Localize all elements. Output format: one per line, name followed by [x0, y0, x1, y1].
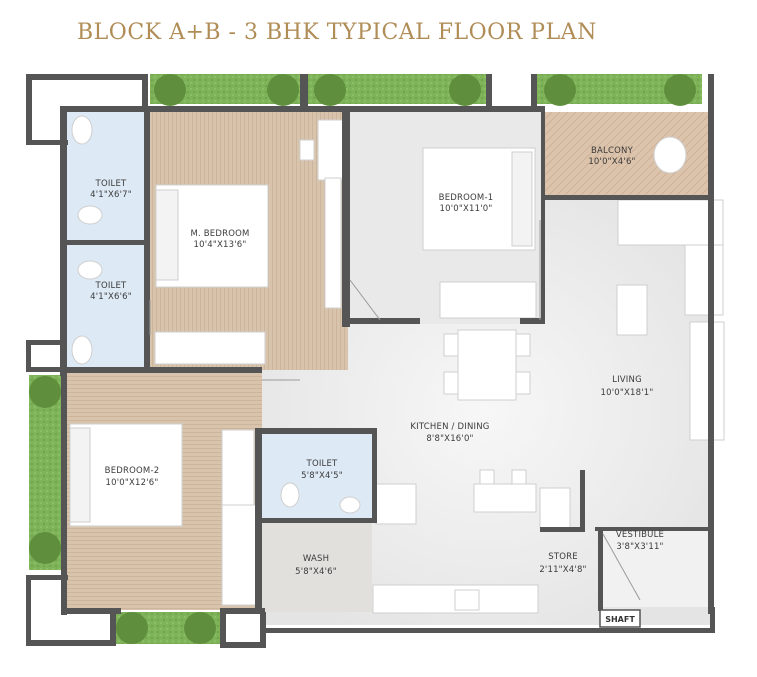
svg-text:3'8"X3'11": 3'8"X3'11": [616, 542, 663, 552]
svg-text:WASH: WASH: [303, 554, 329, 564]
svg-text:8'8"X16'0": 8'8"X16'0": [426, 434, 473, 444]
svg-text:2'11"X4'8": 2'11"X4'8": [539, 565, 586, 575]
vestibule-floor: [603, 527, 710, 607]
room-label-vestibule: VESTIBULE 3'8"X3'11": [616, 530, 664, 552]
walls: [26, 74, 715, 648]
shaft-box: [599, 609, 641, 628]
svg-text:4'1"X6'6": 4'1"X6'6": [90, 292, 132, 302]
room-label-shaft: SHAFT: [605, 615, 635, 624]
svg-text:VESTIBULE: VESTIBULE: [616, 530, 664, 540]
room-label-master-bedroom: M. BEDROOM 10'4"X13'6": [190, 229, 249, 250]
room-label-toilet-1: TOILET 4'1"X6'7": [90, 179, 132, 200]
room-label-toilet-3: TOILET 5'8"X4'5": [301, 459, 343, 481]
svg-text:5'8"X4'6": 5'8"X4'6": [295, 567, 337, 577]
svg-text:10'4"X13'6": 10'4"X13'6": [194, 240, 247, 250]
svg-text:5'8"X4'5": 5'8"X4'5": [301, 471, 343, 481]
svg-text:TOILET: TOILET: [95, 179, 127, 189]
room-label-bedroom-2: BEDROOM-2 10'0"X12'6": [105, 466, 160, 488]
svg-text:BEDROOM-2: BEDROOM-2: [105, 466, 160, 476]
svg-text:KITCHEN / DINING: KITCHEN / DINING: [410, 422, 489, 432]
svg-text:10'0"X18'1": 10'0"X18'1": [601, 388, 654, 398]
svg-text:TOILET: TOILET: [95, 281, 127, 291]
svg-text:TOILET: TOILET: [306, 459, 338, 469]
shrubs: [29, 74, 696, 644]
svg-text:M. BEDROOM: M. BEDROOM: [190, 229, 249, 239]
svg-text:LIVING: LIVING: [612, 375, 642, 385]
svg-text:10'0"X4'6": 10'0"X4'6": [588, 157, 635, 167]
furniture: [69, 115, 725, 614]
svg-text:10'0"X11'0": 10'0"X11'0": [440, 204, 493, 214]
svg-text:BEDROOM-1: BEDROOM-1: [439, 193, 494, 203]
room-label-balcony: BALCONY 10'0"X4'6": [588, 146, 635, 167]
svg-text:10'0"X12'6": 10'0"X12'6": [106, 478, 159, 488]
svg-text:BALCONY: BALCONY: [591, 146, 634, 156]
svg-text:STORE: STORE: [548, 552, 578, 562]
room-label-toilet-2: TOILET 4'1"X6'6": [90, 281, 132, 302]
room-label-bedroom-1: BEDROOM-1 10'0"X11'0": [439, 193, 494, 214]
room-label-store: STORE 2'11"X4'8": [539, 552, 586, 575]
wash-floor: [262, 522, 372, 612]
room-label-living: LIVING 10'0"X18'1": [601, 375, 654, 398]
plan-title: BLOCK A+B - 3 BHK TYPICAL FLOOR PLAN: [77, 20, 597, 45]
room-label-wash: WASH 5'8"X4'6": [295, 554, 337, 577]
room-label-kitchen-dining: KITCHEN / DINING 8'8"X16'0": [410, 422, 489, 444]
svg-text:4'1"X6'7": 4'1"X6'7": [90, 190, 132, 200]
door-swings: [149, 220, 641, 601]
